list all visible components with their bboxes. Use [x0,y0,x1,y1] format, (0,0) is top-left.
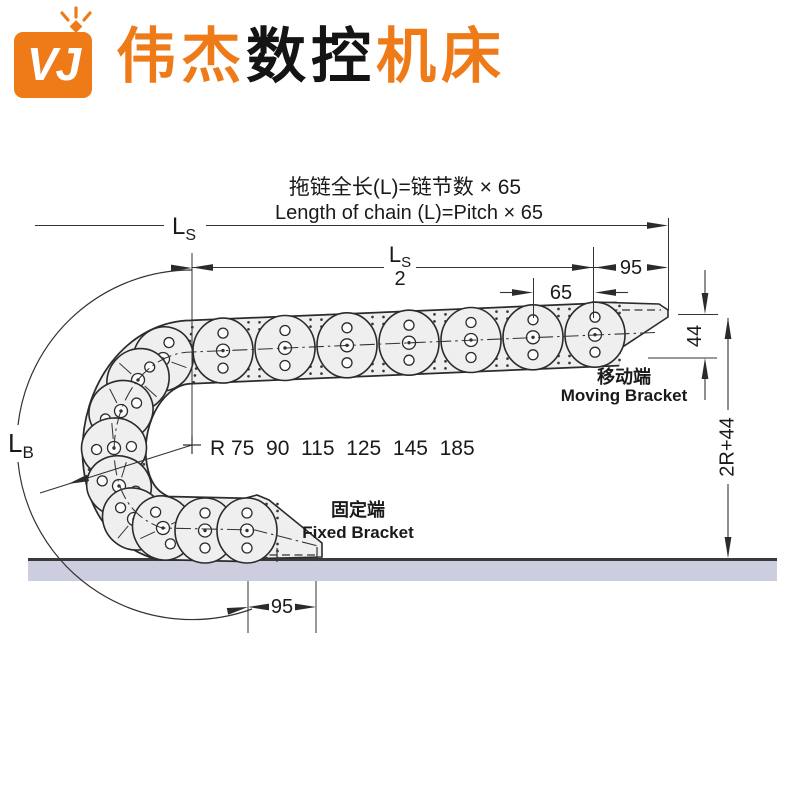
arrowhead [647,264,668,271]
arrowhead [171,264,192,272]
radius-options-text: R 75 90 115 125 145 185 [210,437,475,460]
arrowhead [701,358,709,379]
moving-bracket-label-en: Moving Bracket [561,386,688,405]
fixed-bracket-label-zh: 固定端 [331,499,385,520]
chain-link [216,497,278,564]
arrowhead [647,222,668,229]
moving-bracket-label-zh: 移动端 [597,366,651,387]
arrowhead [724,537,732,558]
arrowhead [226,607,248,615]
dim-lb-label: LB [8,428,34,462]
arrowhead [248,603,269,611]
ground [28,558,777,581]
dim-ls-half-denominator: 2 [394,268,405,290]
arrowhead [68,474,90,484]
vj-monogram: VJ [26,38,81,90]
bend-center-cross [183,436,201,454]
dim-65-pitch: 65 [550,282,572,304]
arrowhead [295,603,316,611]
title-english: Length of chain (L)=Pitch × 65 [275,202,543,224]
arrowhead [192,264,213,271]
bend-length-arc [17,269,253,621]
chain-link [192,317,254,384]
chain-link [378,309,440,377]
radius-leader [39,444,193,494]
dim-44-height: 44 [684,325,706,347]
chain-centerline [113,331,656,547]
chain-links [80,301,626,564]
arrowhead [701,293,709,314]
fixed-bracket-label-en: Fixed Bracket [302,523,414,542]
brand-seg-3: 机床 [376,23,506,90]
dim-2r44-height: 2R+44 [717,417,739,477]
title-chinese: 拖链全长(L)=链节数 × 65 [289,176,521,199]
arrowhead [595,289,616,296]
arrowhead [512,289,533,296]
dimension-arrowheads [68,222,732,615]
spark-icon [60,6,92,33]
arrowhead [595,264,616,271]
brand-seg-2: 数控 [246,23,376,90]
dim-95-bottom: 95 [271,596,293,618]
dimension-lines [35,218,729,633]
dim-95-top: 95 [620,257,642,279]
arrowhead [724,318,732,339]
ground-band [28,561,777,581]
brand-seg-1: 伟杰 [116,23,246,90]
brand-name: 伟杰数控机床 [116,22,506,91]
dim-ls-half-numerator: LS [389,242,411,271]
arrowhead [572,264,593,271]
dim-ls-label: LS [172,213,196,244]
vj-logo: VJ [14,32,92,98]
